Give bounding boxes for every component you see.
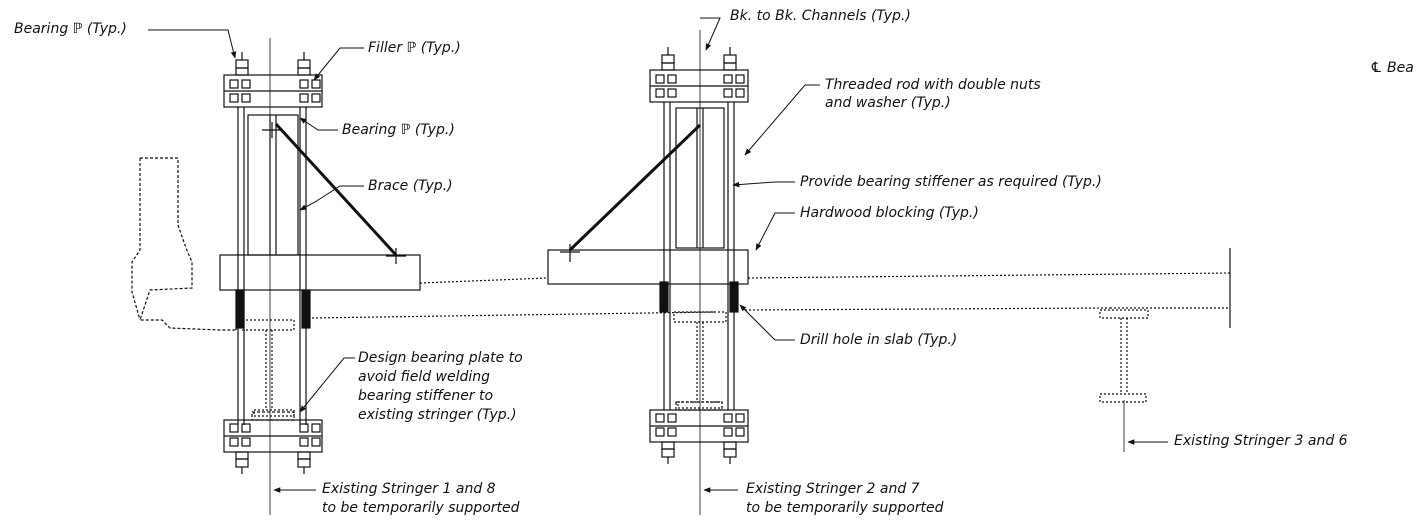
label-stringer-2-7-line2: to be temporarily supported: [746, 500, 944, 516]
label-bk-channels: Bk. to Bk. Channels (Typ.): [730, 8, 911, 24]
label-filler-plate: Filler ℙ (Typ.): [368, 40, 461, 56]
label-design-plate-line3: bearing stiffener to: [358, 388, 494, 404]
label-hardwood-blocking: Hardwood blocking (Typ.): [800, 205, 979, 221]
label-design-plate-line4: existing stringer (Typ.): [358, 407, 517, 423]
label-bearing-plate-left: Bearing ℙ (Typ.): [14, 21, 127, 37]
label-centerline-bearing: ℄ Bea: [1370, 60, 1414, 76]
label-stringer-3-6: Existing Stringer 3 and 6: [1174, 433, 1348, 449]
label-stringer-1-8-line1: Existing Stringer 1 and 8: [322, 481, 496, 497]
existing-stringer-3-6: [1099, 309, 1149, 403]
label-threaded-rod-line1: Threaded rod with double nuts: [825, 77, 1041, 93]
label-threaded-rod-line2: and washer (Typ.): [825, 95, 951, 111]
label-bearing-plate-mid: Bearing ℙ (Typ.): [342, 122, 455, 138]
deck-slab: [235, 272, 1231, 330]
label-design-plate-line2: avoid field welding: [358, 369, 491, 385]
label-stringer-1-8-line2: to be temporarily supported: [322, 500, 520, 516]
middle-support-assembly: [547, 30, 749, 515]
label-bearing-stiffener: Provide bearing stiffener as required (T…: [800, 174, 1102, 190]
label-design-plate-line1: Design bearing plate to: [358, 350, 523, 366]
label-brace: Brace (Typ.): [368, 178, 453, 194]
leader-lines: [148, 17, 1168, 493]
left-support-assembly: [219, 38, 421, 515]
existing-parapet: [131, 157, 236, 331]
label-drill-hole: Drill hole in slab (Typ.): [800, 332, 958, 348]
existing-stringer-1-8: [241, 319, 295, 417]
label-stringer-2-7-line1: Existing Stringer 2 and 7: [746, 481, 920, 497]
